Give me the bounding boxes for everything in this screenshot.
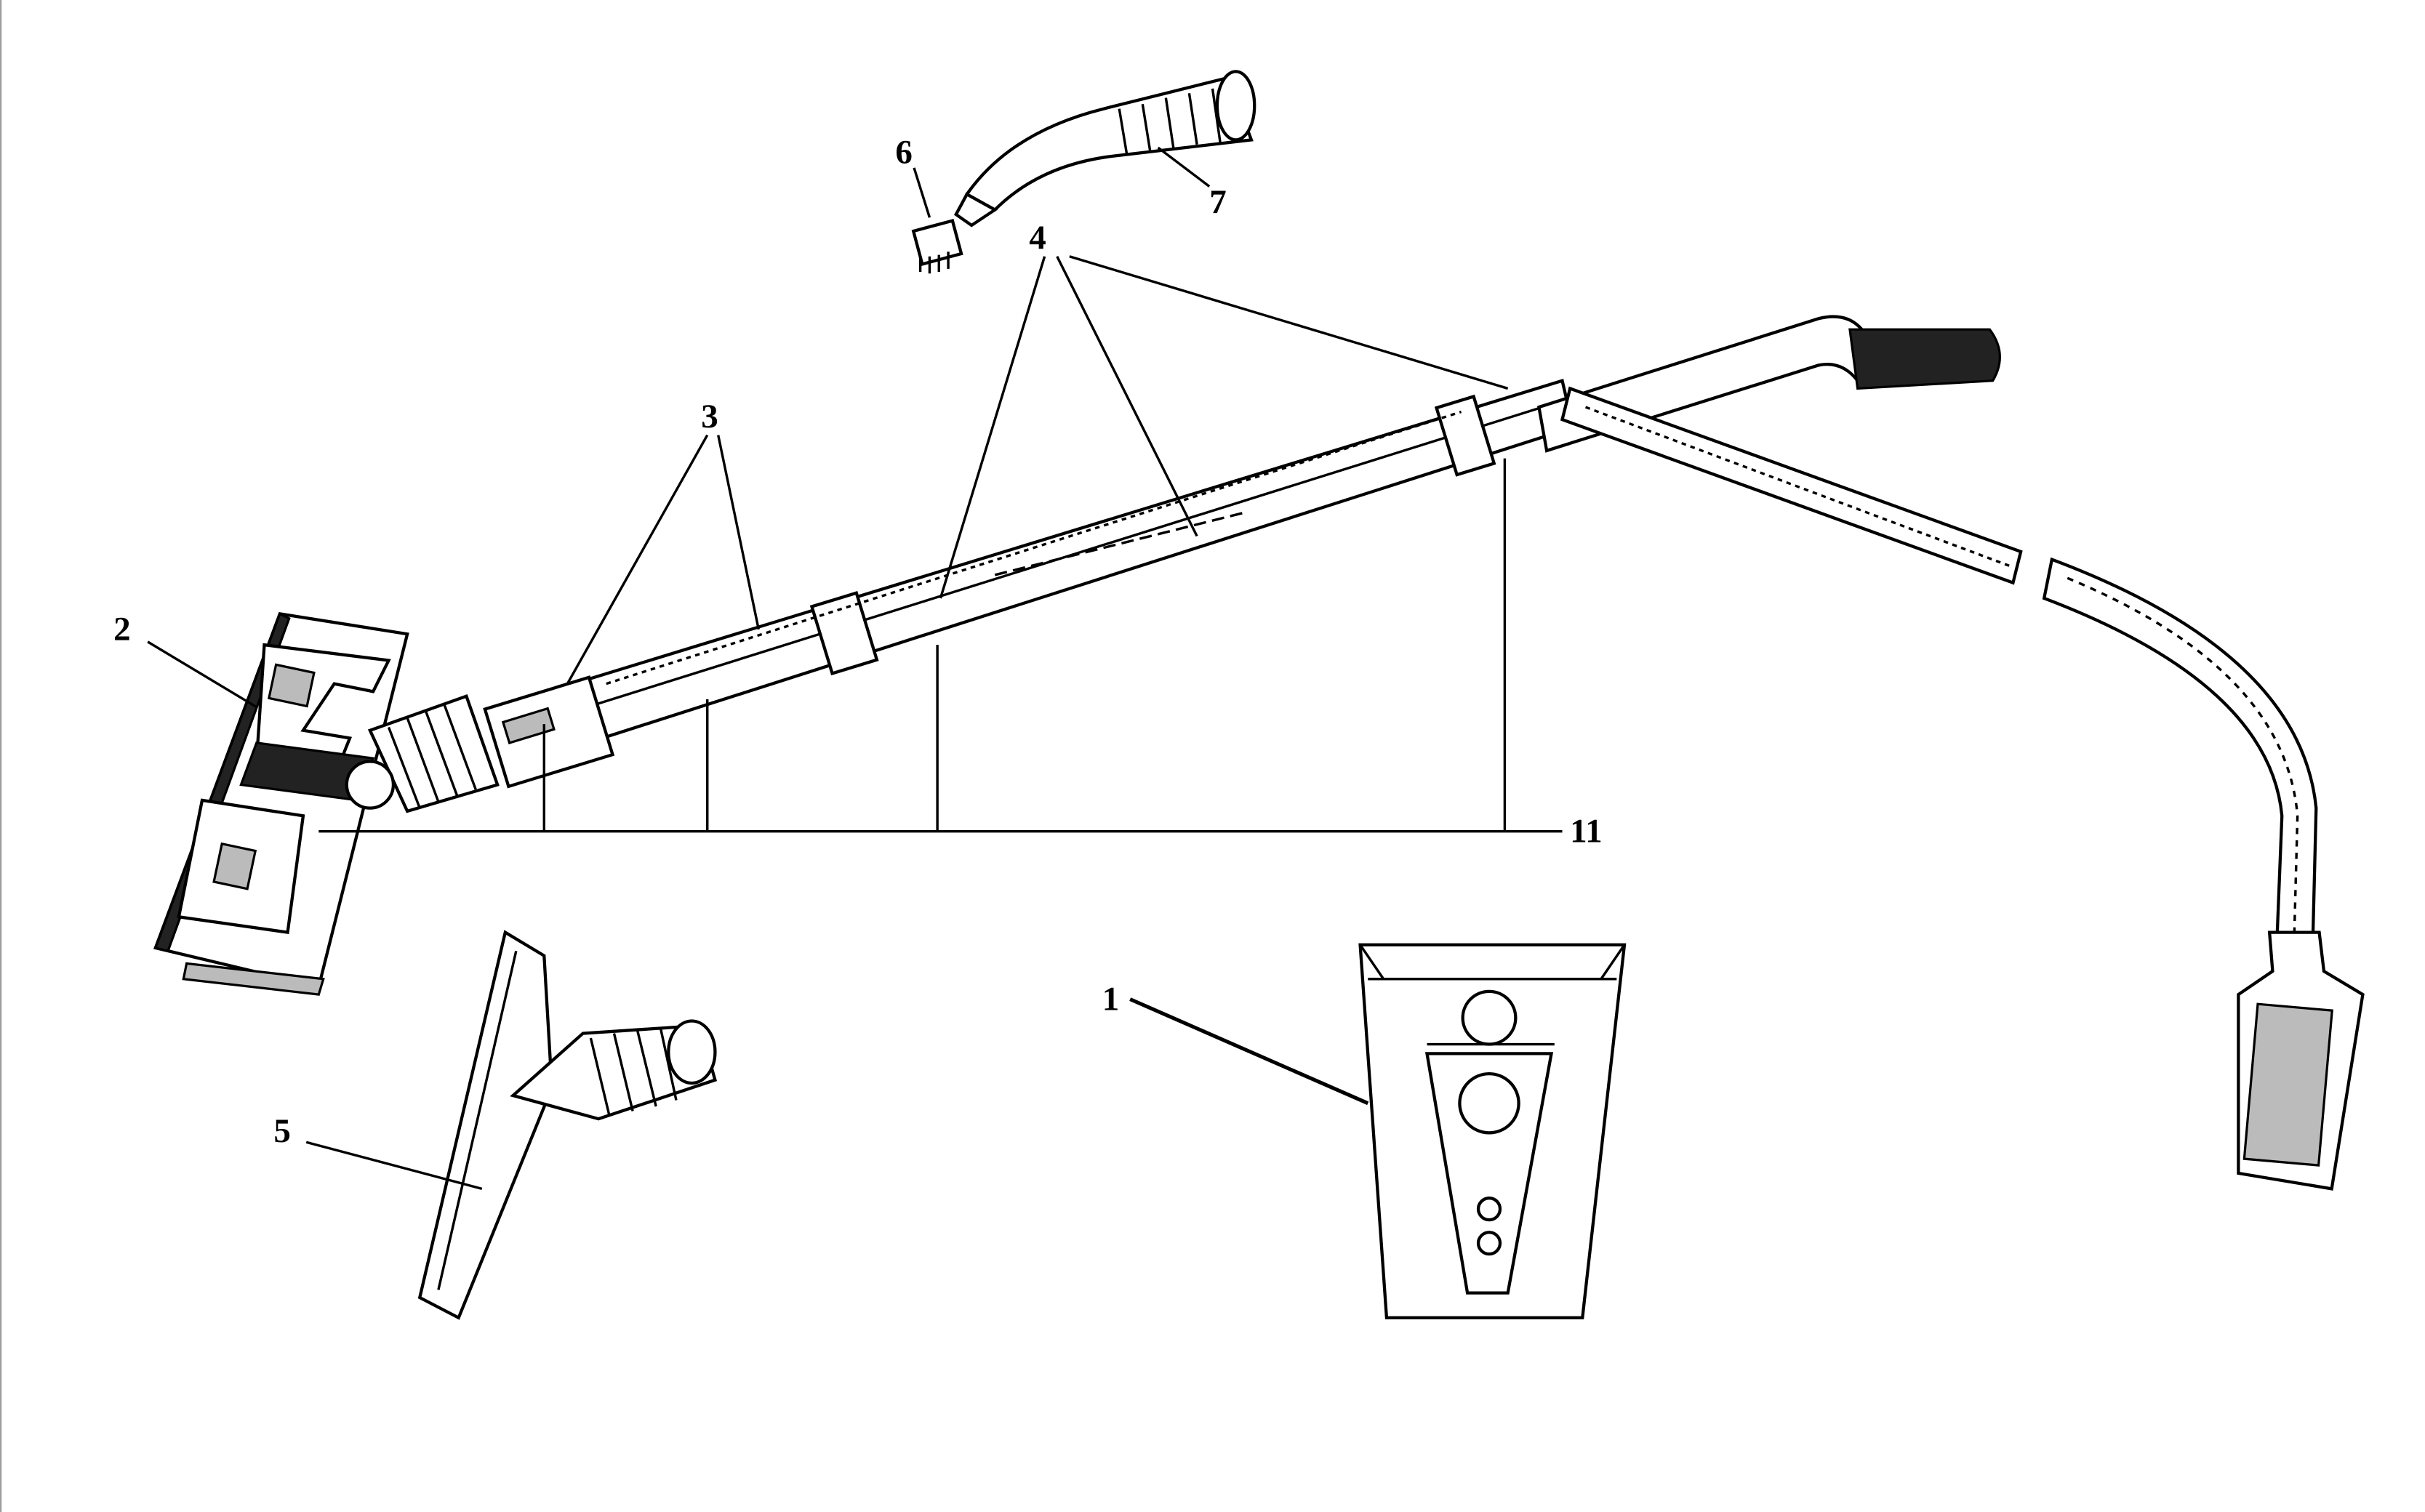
label-part-1: 1 <box>1102 981 1120 1018</box>
curved-wand <box>953 70 1256 228</box>
hose <box>1560 386 2365 1191</box>
label-part-11: 11 <box>1570 813 1602 850</box>
floor-nozzle-plate <box>1358 943 1627 1319</box>
brush-head <box>153 612 409 996</box>
label-part-2: 2 <box>113 611 131 648</box>
extension-tubes <box>483 379 1575 789</box>
label-part-3: 3 <box>701 398 718 435</box>
round-brush-nozzle <box>911 218 963 274</box>
label-part-4: 4 <box>1029 219 1046 257</box>
label-part-7: 7 <box>1209 183 1227 221</box>
label-part-5: 5 <box>273 1112 291 1150</box>
swivel-connector <box>345 693 500 813</box>
window-squeegee <box>417 930 718 1320</box>
leader-lines <box>147 146 1563 1191</box>
label-part-6: 6 <box>895 133 913 171</box>
